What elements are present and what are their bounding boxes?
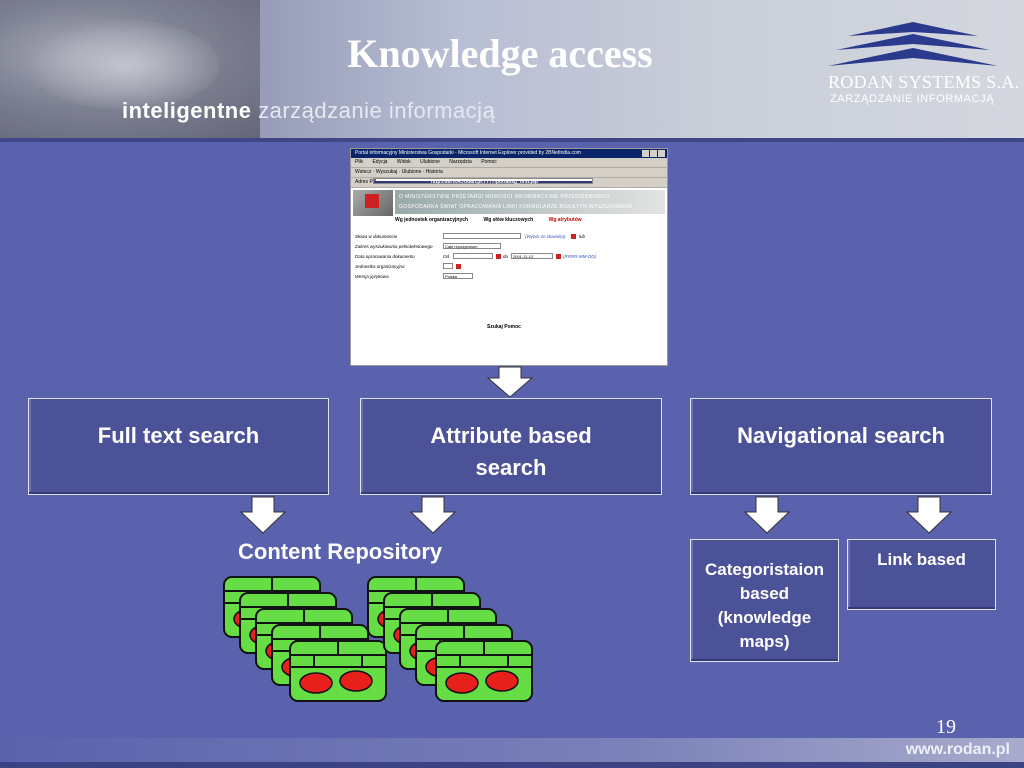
down-arrow-icon [906,496,952,534]
minimize-icon [642,150,649,157]
words-hint: (Wybór ze słownika) [525,234,566,239]
tab-organizational: Wg jednostek organizacyjnych [395,217,469,223]
portal-nav: O MINISTERSTWIE PRZETARGI NOWOŚCI INFORM… [395,190,665,214]
menu-item-pomoc: Pomoc [481,159,497,165]
date-to-input: 2001-11-12 [511,253,553,259]
rodan-logo-icon [828,22,998,66]
date-to-label: do [503,254,509,259]
label-words: Słowa w dokumencie [355,234,398,239]
label-scope: Zakres wyszukiwania pełnotekstowego [355,244,433,249]
header-rule [0,138,1024,142]
dictionary-icon [571,234,576,239]
attribute-search-line2: search [475,455,547,480]
browser-window-title: Portal informacyjny Ministerstwa Gospoda… [355,150,581,156]
calendar-icon [556,254,561,259]
address-label: Adres [355,179,369,185]
full-text-search-box: Full text search [28,398,329,495]
link-based-label: Link based [877,550,966,569]
browser-screenshot: Portal informacyjny Ministerstwa Gospoda… [350,148,668,366]
search-tabs: Wg jednostek organizacyjnych Wg słów klu… [395,217,596,223]
maximize-icon [650,150,657,157]
header-photo [0,0,260,138]
lang-select: Polska [443,273,473,279]
scope-select: Całe repozytorium [443,243,501,249]
subtitle-light: zarządzanie informacją [258,98,496,123]
date-from-label: Od [443,254,450,259]
tab-attributes: Wg atrybutów [548,217,582,223]
browser-toolbar: Wstecz · Wyszukaj · Ulubione · Historia [351,168,667,178]
navigational-search-label: Navigational search [737,423,945,448]
words-input [443,233,521,239]
company-name: RODAN SYSTEMS S.A. [828,72,1020,92]
content-repository-label: Content Repository [238,539,443,564]
calendar-icon [496,254,501,259]
tab-keywords: Wg słów kluczowych [483,217,534,223]
label-unit: Jednostka organizacyjna [355,264,405,269]
portal-nav-row2: GOSPODARKA ŚWIAT OPRACOWANIA LINKI FORMU… [399,204,633,210]
address-field: http://serv04.rodan.pl:7777/portal/sg_fi… [373,178,594,185]
menu-item-narzedzia: Narzędzia [449,159,472,165]
date-from-input [453,253,493,259]
categorisation-box: Categoristaion based (knowledge maps) [690,539,839,662]
label-lang: Wersja językowa [355,274,389,279]
menu-item-ulubione: Ulubione [420,159,440,165]
browser-address-bar: Adres http://serv04.rodan.pl:7777/portal… [351,178,667,188]
attribute-search-box: Attribute based search [360,398,662,495]
browser-menu-bar: Plik Edycja Widok Ulubione Narzędzia Pom… [351,158,667,168]
portal-logo-icon [353,190,393,216]
header-banner [0,0,1024,138]
subtitle-bold: inteligentne [122,98,252,123]
portal-nav-row1: O MINISTERSTWIE PRZETARGI NOWOŚCI INFORM… [399,194,611,200]
date-format-hint: (RRRR-MM-DD) [563,254,596,259]
browser-title-bar: Portal informacyjny Ministerstwa Gospoda… [351,149,667,158]
down-arrow-icon [240,496,286,534]
menu-item-widok: Widok [396,159,411,165]
slide-title: Knowledge access [347,31,653,76]
categorisation-line1: Categoristaion [704,560,825,579]
label-date: Data opracowania dokumentu [355,254,415,259]
footer-rule [0,762,1024,768]
footer-url: www.rodan.pl [905,741,1010,758]
navigational-search-box: Navigational search [690,398,992,495]
menu-item-plik: Plik [355,159,364,165]
page-number: 19 [936,716,956,738]
full-text-search-label: Full text search [97,423,260,448]
browser-page: O MINISTERSTWIE PRZETARGI NOWOŚCI INFORM… [351,188,667,360]
down-arrow-icon [744,496,790,534]
down-arrow-icon [487,366,533,398]
attribute-search-line1: Attribute based [430,423,592,448]
document-stacks-icon [223,576,533,702]
unit-input [443,263,453,269]
categorisation-line4: maps) [739,632,790,651]
header-subtitle: inteligentne zarządzanie informacją [122,98,495,124]
down-arrow-icon [410,496,456,534]
menu-item-edycja: Edycja [372,159,388,165]
unit-picker-icon [456,264,461,269]
close-icon [658,150,665,157]
link-based-box: Link based [847,539,996,610]
categorisation-line2: based [739,584,790,603]
window-controls [642,150,665,157]
words-and-or: lub [579,234,586,239]
categorisation-line3: (knowledge [717,608,812,627]
company-tagline: ZARZĄDZANIE INFORMACJĄ [830,93,995,105]
search-help-buttons: Szukaj Pomoc [487,324,521,330]
